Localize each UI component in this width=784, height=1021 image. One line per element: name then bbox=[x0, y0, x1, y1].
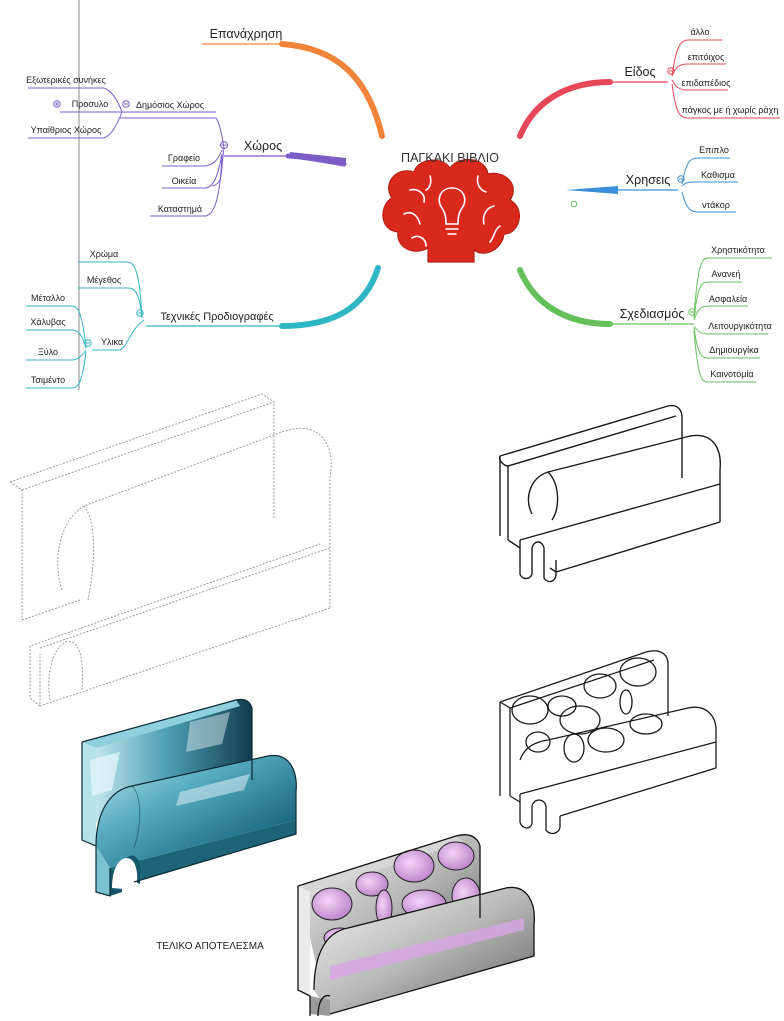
ylika-item-2: Ξύλο bbox=[38, 347, 58, 357]
xoros-label: Χώρος bbox=[244, 139, 282, 153]
sxediasmos-item-2: Ασφαλεία bbox=[709, 294, 747, 304]
central-brain-icon bbox=[382, 158, 520, 263]
branch-eidos: Είδος άλλο επιτόιχος επιδαπέδιος πάγκος … bbox=[517, 27, 780, 139]
ylika-label: Υλικα bbox=[101, 337, 123, 347]
branch-xriseis: Χρησεις Επιπλο Καθισμα ντάκορ bbox=[566, 145, 738, 213]
sxediasmos-label: Σχεδιασμός bbox=[620, 307, 685, 321]
branch-tech: Τεχνικές Προδιογραφές Χρώμα Μέγεθος Υλικ… bbox=[26, 249, 381, 389]
final-result-caption: ΤΕΛΙΚΟ ΑΠΟΤΕΛΕΣΜΑ bbox=[156, 941, 264, 952]
branch-sxediasmos: Σχεδιασμός Χρηστικότητα Ανανεή Ασφαλεία … bbox=[517, 245, 772, 383]
ylika-item-1: Χάλυβας bbox=[30, 317, 66, 327]
eidos-label: Είδος bbox=[624, 65, 655, 79]
bench-render-final bbox=[297, 834, 535, 1017]
bench-sketch-pattern bbox=[499, 650, 717, 835]
epanachrisi-label: Επανάχρηση bbox=[210, 27, 283, 41]
xriseis-item-0: Επιπλο bbox=[699, 145, 729, 155]
tech-item-1: Μέγεθος bbox=[87, 275, 122, 285]
bench-render-teal bbox=[81, 698, 297, 897]
branch-xoros: Χώρος Γραφείο Οικεία Καταστημά Δημόσιος … bbox=[26, 75, 347, 217]
tech-item-0: Χρώμα bbox=[90, 249, 119, 259]
mind-map: ΠΑΓΚΑΚΙ ΒΙΒΛΙΟ Επανάχρηση Χώρος Γραφείο … bbox=[26, 0, 780, 390]
central-topic-label: ΠΑΓΚΑΚΙ ΒΙΒΛΙΟ bbox=[401, 151, 499, 165]
eidos-item-2: επιδαπέδιος bbox=[681, 78, 731, 88]
bench-sketch-pencil bbox=[9, 393, 332, 707]
sxediasmos-item-4: Δημιουργίκα bbox=[709, 345, 758, 355]
sxediasmos-item-1: Ανανεή bbox=[711, 269, 740, 279]
prosylo-item-0: Εξωτερικές συνήκες bbox=[26, 75, 106, 85]
xriseis-label: Χρησεις bbox=[626, 173, 671, 187]
sxediasmos-item-0: Χρηστικότητα bbox=[711, 245, 765, 255]
prosylo-item-1: Υπαίθριος Χώρος bbox=[31, 125, 102, 135]
eidos-item-3: πάγκος με ή χωρίς ράχη bbox=[682, 105, 779, 115]
xriseis-item-2: ντάκορ bbox=[702, 200, 730, 210]
prosylo-label: Προσυλο bbox=[72, 99, 108, 109]
sxediasmos-item-5: Καινοτομία bbox=[710, 369, 753, 379]
ylika-item-0: Μέταλλο bbox=[31, 293, 65, 303]
xoros-item-2: Καταστημά bbox=[158, 204, 202, 214]
bench-sketch-line bbox=[498, 404, 721, 583]
eidos-item-0: άλλο bbox=[690, 27, 709, 37]
xriseis-small-node-icon bbox=[570, 200, 578, 208]
eidos-item-1: επιτόιχος bbox=[688, 52, 725, 62]
xoros-item-1: Οικεία bbox=[172, 176, 197, 186]
sxediasmos-item-3: Λειτουργικότητα bbox=[708, 321, 771, 331]
xoros-item-0: Γραφείο bbox=[168, 153, 200, 163]
branch-epanachrisi: Επανάχρηση bbox=[202, 27, 385, 139]
dimosios-label: Δημόσιος Χώρος bbox=[136, 100, 205, 110]
tech-label: Τεχνικές Προδιογραφές bbox=[160, 311, 273, 323]
ylika-item-3: Τσιμέντο bbox=[31, 375, 65, 385]
xriseis-item-1: Καθισμα bbox=[701, 170, 735, 180]
